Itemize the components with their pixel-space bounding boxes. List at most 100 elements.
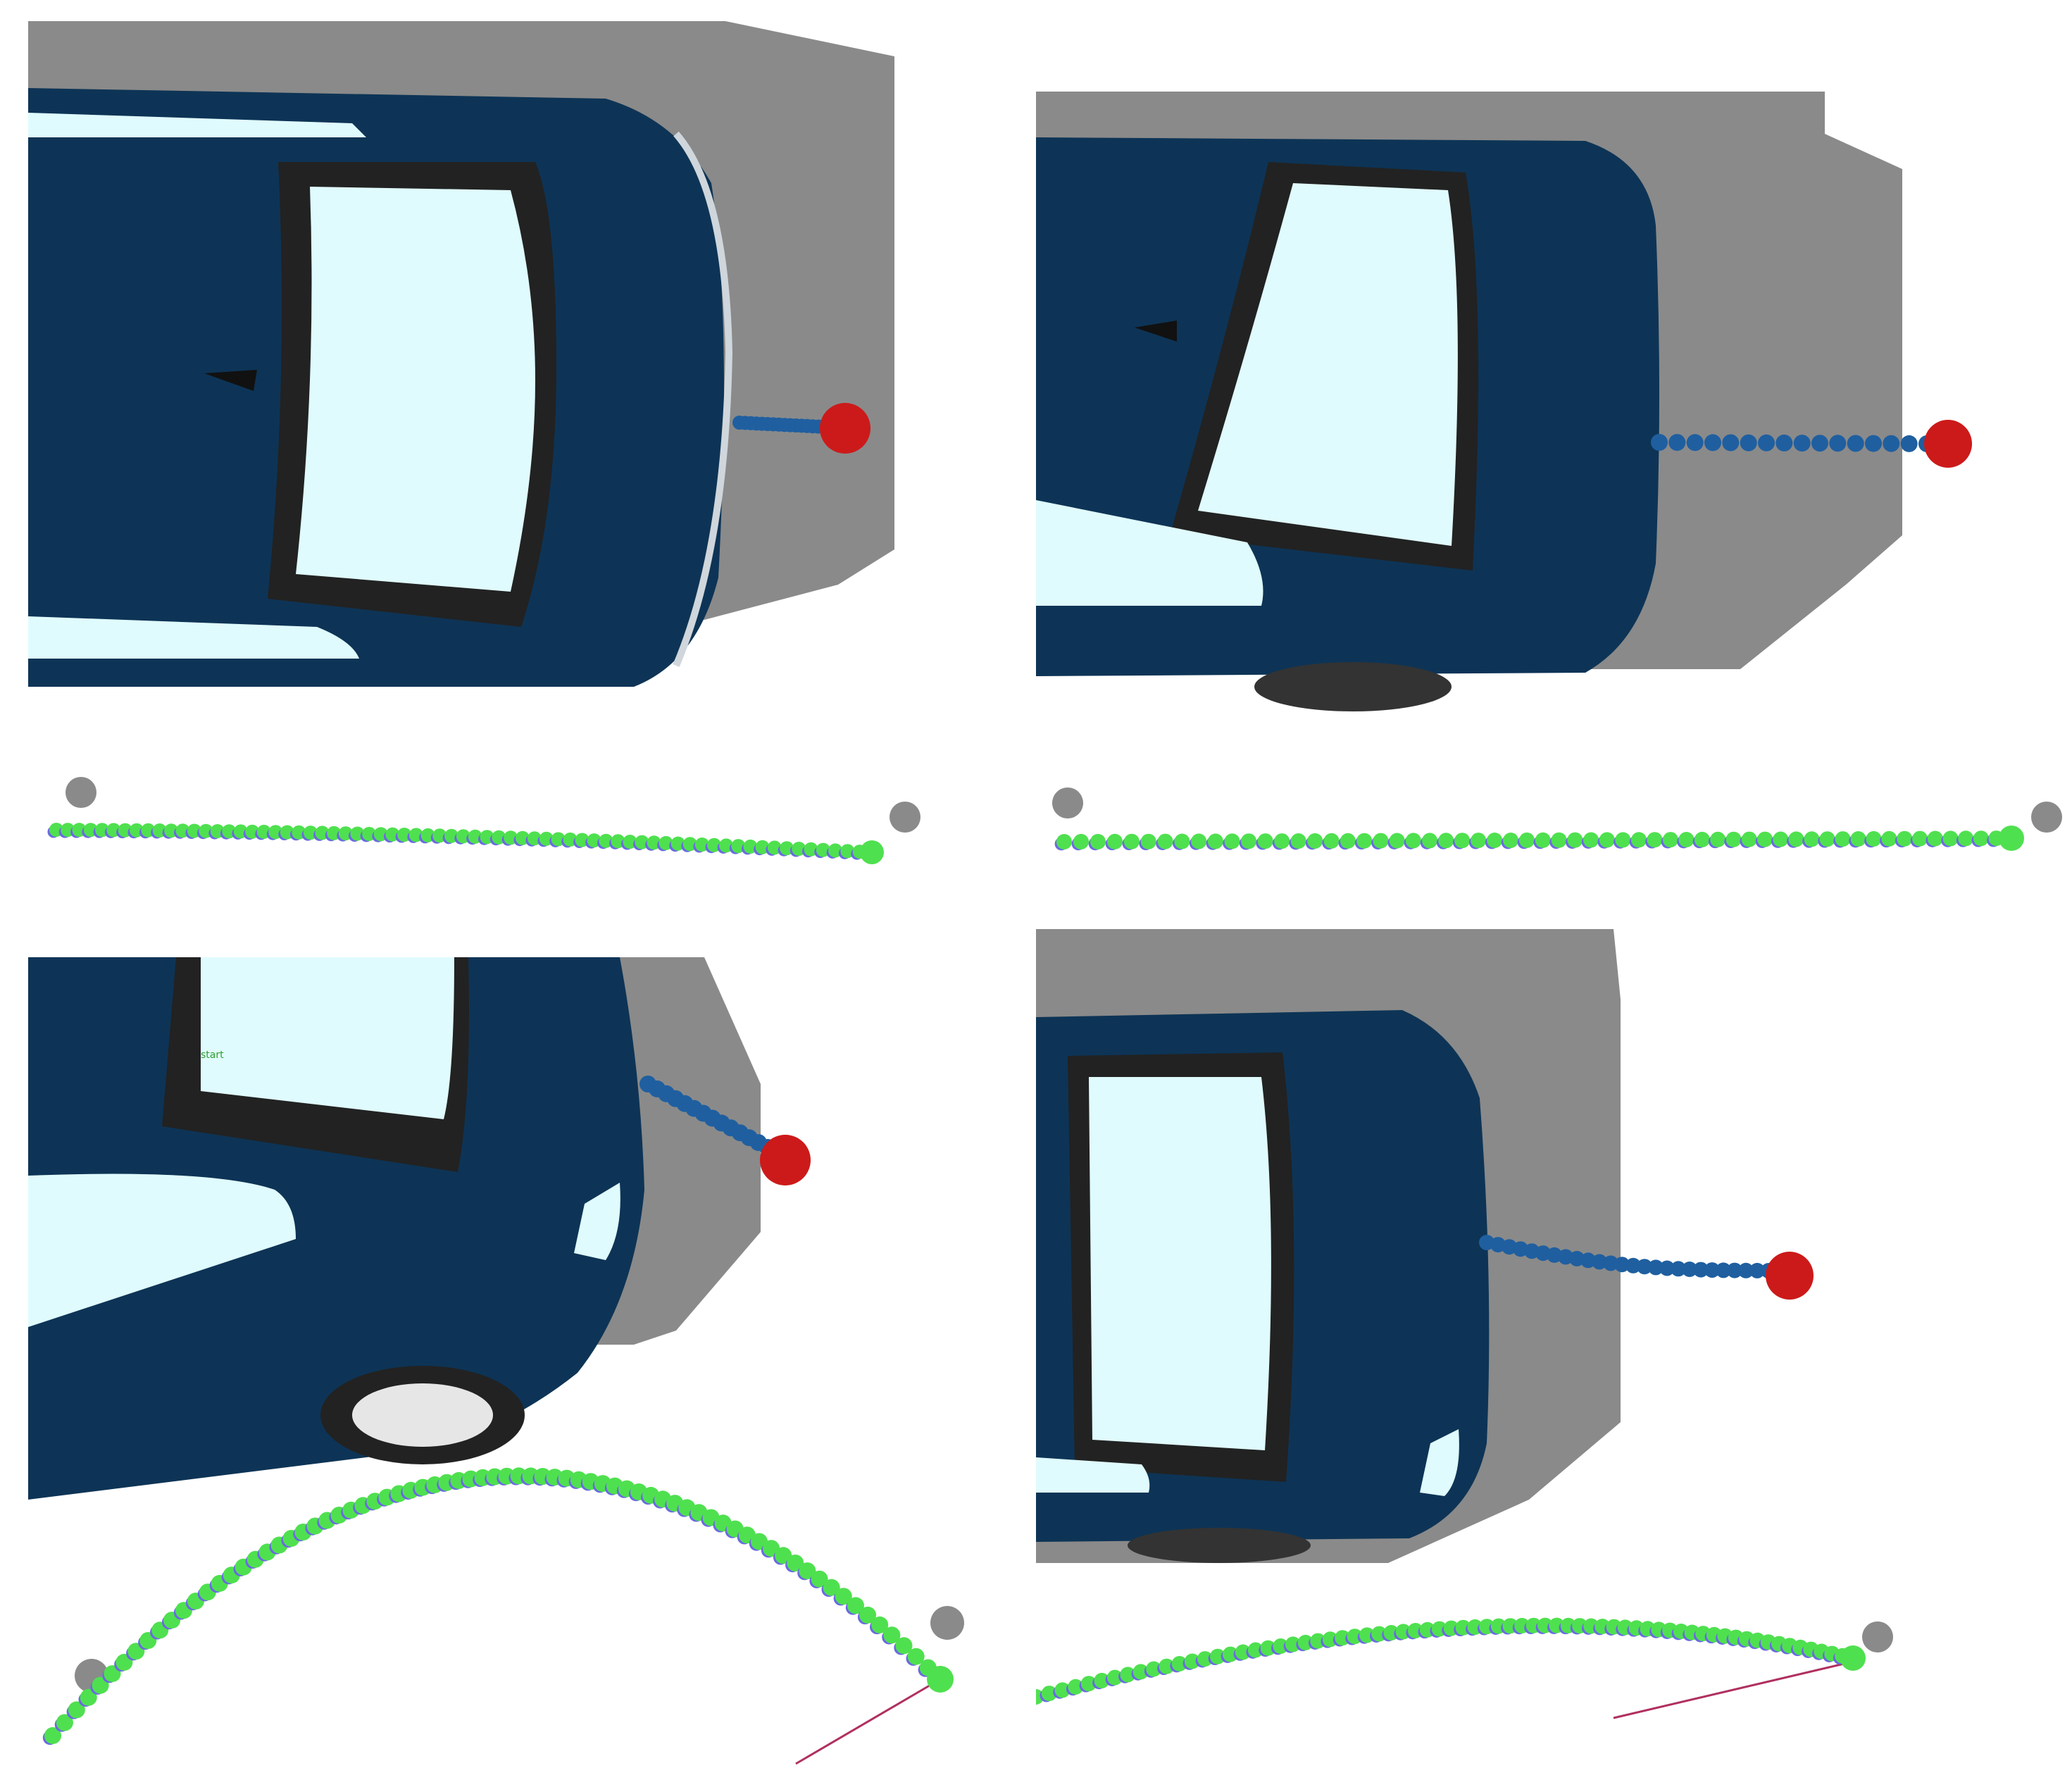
path-bead-icon — [1054, 1682, 1071, 1698]
target-sphere-icon — [760, 1135, 811, 1185]
trail-bead-icon — [1651, 434, 1668, 451]
wheel — [1128, 1528, 1311, 1563]
trail-bead-icon — [1704, 434, 1721, 452]
windshield — [1089, 1077, 1271, 1450]
panel-top-left — [0, 0, 1036, 893]
path-bead-icon — [1247, 1642, 1263, 1658]
start-label: start — [201, 1050, 224, 1061]
trail-bead-icon — [1625, 1257, 1641, 1274]
path-bead-icon — [1107, 1669, 1123, 1686]
path-bead-icon — [1942, 830, 1959, 847]
path-bead-icon — [847, 1597, 864, 1614]
mirror — [204, 370, 257, 391]
trail-bead-icon — [1722, 434, 1740, 452]
path-bead-icon — [811, 1570, 828, 1588]
path-bead-icon — [1438, 833, 1454, 849]
trail-bead-icon — [1592, 1254, 1607, 1270]
trail-bead-icon — [1749, 1262, 1765, 1278]
path-bead-icon — [1307, 833, 1323, 849]
path-bead-icon — [1140, 833, 1156, 849]
trail-bead-icon — [1758, 434, 1775, 452]
car-icon — [1036, 137, 1659, 711]
path-bead-icon — [1223, 1646, 1238, 1662]
path-bead-icon — [1389, 833, 1405, 849]
path-end-icon — [927, 1666, 954, 1693]
path-bead-icon — [1897, 830, 1913, 847]
path-bead-icon — [1174, 833, 1190, 849]
path-beads — [1054, 826, 2024, 851]
path-bead-icon — [1567, 832, 1583, 848]
path-bead-icon — [1757, 831, 1773, 847]
path-bead-icon — [859, 1606, 877, 1624]
path-bead-icon — [1356, 833, 1373, 849]
path-bead-icon — [1080, 1676, 1097, 1692]
path-beads — [42, 1467, 954, 1745]
path-bead-icon — [1503, 833, 1519, 848]
path-bead-icon — [883, 1626, 901, 1644]
trail-bead-icon — [1900, 435, 1918, 452]
path-bead-icon — [80, 1688, 97, 1706]
start-shadow — [65, 777, 96, 808]
path-bead-icon — [1773, 831, 1789, 847]
path-bead-icon — [92, 1676, 109, 1694]
windshield — [1198, 183, 1458, 546]
path-bead-icon — [1519, 832, 1535, 848]
path-bead-icon — [1973, 830, 1989, 847]
path-bead-icon — [1094, 1672, 1110, 1688]
path-bead-icon — [1290, 833, 1306, 849]
path-bead-icon — [1725, 831, 1742, 847]
path-beads — [47, 823, 884, 864]
panel-bottom-right — [1036, 894, 2072, 1787]
trail-bead-icon — [1580, 1252, 1596, 1269]
trail-bead-icon — [1614, 1257, 1630, 1273]
side-window-lower — [28, 1173, 296, 1327]
path-bead-icon — [1197, 1651, 1213, 1667]
trail-bead-icon — [1716, 1262, 1731, 1278]
path-bead-icon — [1235, 1644, 1251, 1660]
end-shadow — [890, 802, 920, 833]
path-bead-icon — [1454, 833, 1471, 849]
trail-bead-icon — [1775, 434, 1793, 452]
path-bead-icon — [1835, 831, 1851, 847]
path-bead-icon — [835, 1588, 852, 1605]
path-bead-icon — [1056, 834, 1072, 849]
path-bead-icon — [1068, 1679, 1084, 1695]
wheel-rim — [352, 1383, 493, 1447]
end-shadow — [2031, 802, 2062, 833]
car-icon — [28, 88, 733, 687]
path-bead-icon — [1340, 833, 1356, 849]
path-bead-icon — [895, 1637, 913, 1655]
path-bead-icon — [1224, 833, 1240, 849]
path-bead-icon — [1694, 831, 1710, 847]
path-line — [795, 1680, 937, 1765]
path-bead-icon — [1159, 1658, 1175, 1674]
path-bead-icon — [823, 1579, 840, 1596]
path-bead-icon — [1257, 833, 1273, 849]
path-bead-icon — [1191, 833, 1207, 849]
path-end-icon — [1840, 1645, 1866, 1671]
trail-bead-icon — [1865, 435, 1882, 452]
windshield — [296, 187, 535, 592]
trail-bead-icon — [1603, 1255, 1618, 1271]
wheel — [1254, 662, 1452, 711]
target-sphere-icon — [820, 403, 870, 454]
path-bead-icon — [1678, 832, 1695, 847]
path-bead-icon — [1663, 832, 1678, 848]
path-bead-icon — [1850, 831, 1866, 847]
path-bead-icon — [907, 1648, 925, 1665]
panel-top-right — [1036, 0, 2072, 893]
trail-bead-icon — [1648, 1259, 1664, 1276]
path-bead-icon — [1120, 1667, 1136, 1683]
car-icon — [28, 957, 644, 1500]
path-bead-icon — [1241, 833, 1257, 849]
trail-bead-icon — [1847, 435, 1864, 452]
mirror — [1135, 320, 1177, 342]
path-bead-icon — [1866, 830, 1882, 847]
path-end-icon — [860, 840, 884, 864]
headlight — [574, 1183, 620, 1260]
path-bead-icon — [1471, 833, 1487, 849]
path-bead-icon — [1171, 1656, 1187, 1671]
path-bead-icon — [1373, 833, 1389, 849]
path-bead-icon — [56, 1714, 73, 1731]
path-bead-icon — [1405, 833, 1421, 849]
